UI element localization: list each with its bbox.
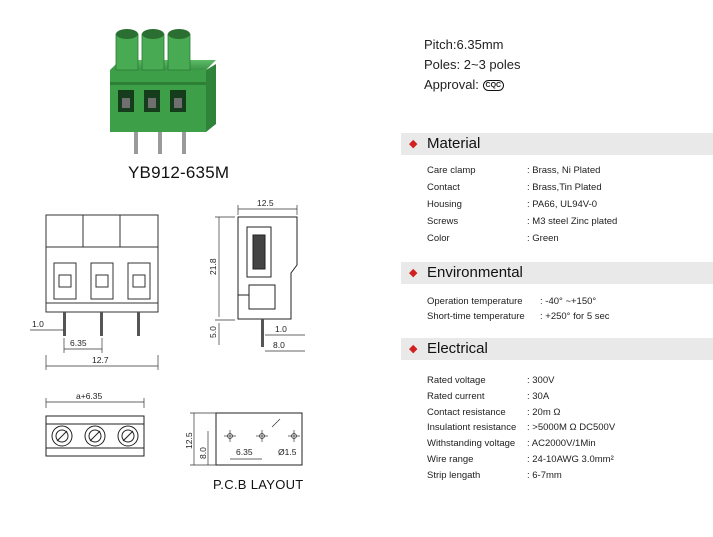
dim-side-top: 12.5 bbox=[257, 198, 274, 208]
spec-value: : Green bbox=[527, 233, 559, 244]
electrical-title: Electrical bbox=[427, 340, 488, 357]
material-spec-row: Care clamp : Brass, Ni Plated bbox=[427, 165, 600, 176]
connector-photo bbox=[110, 29, 216, 154]
spec-key: Care clamp bbox=[427, 165, 476, 176]
electrical-spec-row: Withstanding voltage : AC2000V/1Min bbox=[427, 438, 596, 450]
spec-key: Screws bbox=[427, 216, 459, 227]
spec-key: Wire range bbox=[427, 454, 474, 465]
dim-pcb-pitch: 6.35 bbox=[236, 447, 253, 457]
material-spec-row: Color : Green bbox=[427, 233, 559, 244]
material-spec-row: Contact : Brass,Tin Plated bbox=[427, 182, 602, 193]
electrical-spec-row: Strip lengath : 6-7mm bbox=[427, 469, 562, 481]
spec-value: : Brass,Tin Plated bbox=[527, 182, 602, 193]
electrical-section-header: ◆ Electrical bbox=[401, 338, 713, 360]
electrical-spec-row: Wire range : 24-10AWG 3.0mm² bbox=[427, 454, 614, 465]
spec-key: Housing bbox=[427, 199, 462, 210]
spec-value: : AC2000V/1Min bbox=[527, 438, 596, 450]
spec-key: Contact resistance bbox=[427, 406, 506, 418]
red-diamond-bullet-icon: ◆ bbox=[409, 267, 418, 279]
pcb-layout-drawing: 12.5 8.0 6.35 Ø1.5 bbox=[184, 412, 303, 466]
environmental-spec-row: Short-time temperature : +250° for 5 sec bbox=[427, 311, 610, 322]
spec-value: : M3 steel Zinc plated bbox=[527, 216, 618, 227]
dim-front-offset: 1.0 bbox=[32, 319, 44, 329]
spec-value: : +250° for 5 sec bbox=[540, 311, 610, 322]
red-diamond-bullet-icon: ◆ bbox=[409, 343, 418, 355]
spec-value: : 6-7mm bbox=[527, 469, 562, 481]
spec-key: Operation temperature bbox=[427, 296, 523, 307]
spec-key: Insulationt resistance bbox=[427, 422, 517, 434]
pcb-layout-label: P.C.B LAYOUT bbox=[213, 477, 304, 492]
approval-spec: Approval: CQC bbox=[424, 77, 505, 92]
dim-pcb-height: 12.5 bbox=[184, 432, 194, 449]
cqc-badge-icon: CQC bbox=[482, 80, 505, 91]
spec-key: Short-time temperature bbox=[427, 311, 525, 322]
spec-key: Contact bbox=[427, 182, 460, 193]
poles-spec: Poles: 2~3 poles bbox=[424, 57, 521, 72]
spec-key: Color bbox=[427, 233, 450, 244]
spec-value: : 24-10AWG 3.0mm² bbox=[527, 454, 614, 465]
spec-value: : Brass, Ni Plated bbox=[527, 165, 601, 176]
material-spec-row: Screws : M3 steel Zinc plated bbox=[427, 216, 617, 227]
environmental-spec-row: Operation temperature : -40° ~+150° bbox=[427, 296, 596, 307]
electrical-spec-row: Rated current : 30A bbox=[427, 390, 549, 402]
dim-front-width: 12.7 bbox=[92, 355, 109, 365]
material-title: Material bbox=[427, 135, 481, 152]
material-section-header: ◆ Material bbox=[401, 133, 713, 155]
environmental-title: Environmental bbox=[427, 264, 523, 281]
dim-pcb-row: 8.0 bbox=[198, 447, 208, 459]
spec-value: : 20m Ω bbox=[527, 406, 561, 418]
spec-value: : 30A bbox=[527, 390, 550, 402]
dim-pcb-hole: Ø1.5 bbox=[278, 447, 297, 457]
dim-side-height: 21.8 bbox=[208, 258, 218, 275]
model-number: YB912-635M bbox=[128, 163, 230, 182]
red-diamond-bullet-icon: ◆ bbox=[409, 138, 418, 150]
spec-key: Strip lengath bbox=[427, 469, 481, 481]
approval-label: Approval: bbox=[424, 77, 479, 92]
environmental-section-header: ◆ Environmental bbox=[401, 262, 713, 284]
electrical-spec-row: Contact resistance : 20m Ω bbox=[427, 406, 561, 418]
pitch-spec: Pitch:6.35mm bbox=[424, 37, 504, 52]
front-view-drawing: 1.0 6.35 12.7 bbox=[30, 214, 159, 370]
material-spec-row: Housing : PA66, UL94V-0 bbox=[427, 199, 597, 210]
top-view-drawing: a+6.35 bbox=[45, 392, 145, 457]
electrical-spec-row: Rated voltage : 300V bbox=[427, 375, 554, 386]
spec-value: : >5000M Ω DC500V bbox=[527, 422, 616, 434]
dim-top-width: a+6.35 bbox=[76, 392, 103, 401]
spec-value: : PA66, UL94V-0 bbox=[527, 199, 598, 210]
dim-front-pitch: 6.35 bbox=[70, 338, 87, 348]
dim-side-bottom: 8.0 bbox=[273, 340, 285, 350]
spec-value: : -40° ~+150° bbox=[540, 296, 597, 307]
spec-key: Rated current bbox=[427, 390, 485, 402]
electrical-spec-row: Insulationt resistance : >5000M Ω DC500V bbox=[427, 422, 615, 434]
dim-side-lower: 5.0 bbox=[208, 326, 218, 338]
dim-side-pin-offset: 1.0 bbox=[275, 324, 287, 334]
spec-key: Withstanding voltage bbox=[427, 438, 516, 450]
side-view-drawing: 12.5 21.8 5.0 1.0 8.0 bbox=[208, 198, 305, 352]
spec-key: Rated voltage bbox=[427, 375, 486, 386]
spec-value: : 300V bbox=[527, 375, 555, 386]
